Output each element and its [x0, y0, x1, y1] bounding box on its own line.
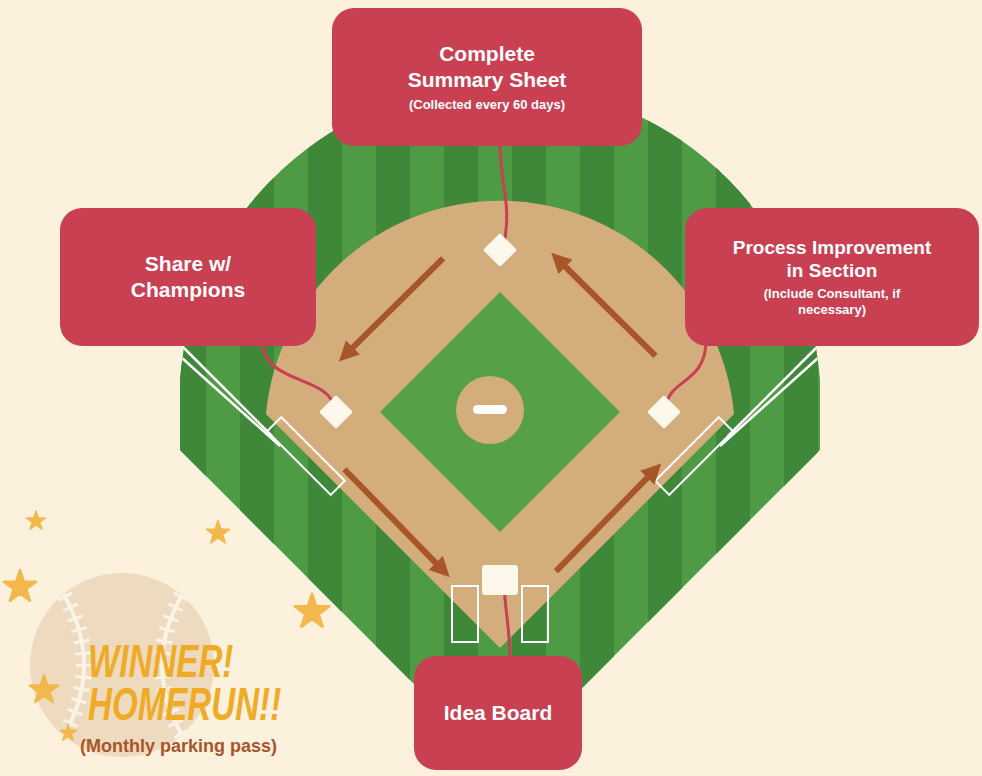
step-box: Complete Summary Sheet (Collected every 6…	[332, 8, 642, 146]
leader-line	[666, 340, 706, 408]
coach-box	[655, 417, 733, 495]
flow-arrow	[560, 261, 656, 356]
step-title: Complete Summary Sheet	[400, 41, 575, 92]
third-base	[319, 395, 353, 429]
foul-line	[728, 346, 818, 436]
foul-line	[720, 358, 818, 446]
step-box: Share w/ Champions	[60, 208, 316, 346]
winner-banner: WINNER! HOMERUN!!	[88, 640, 261, 726]
step-box: Idea Board	[414, 656, 582, 770]
step-box: Process Improvement in Section (Include C…	[685, 208, 979, 346]
grass-stripe	[784, 60, 818, 776]
first-base	[647, 395, 681, 429]
star	[207, 521, 230, 543]
prize-note: (Monthly parking pass)	[80, 735, 340, 757]
pitchers-rubber	[473, 405, 507, 414]
star	[59, 724, 76, 740]
leader-line	[500, 140, 507, 244]
batters-box	[452, 586, 478, 642]
flow-arrow	[344, 469, 441, 568]
base-dirt	[464, 214, 536, 286]
step-note: (Include Consultant, if necessary)	[745, 286, 920, 318]
batters-box	[522, 586, 548, 642]
step-note: (Collected every 60 days)	[409, 97, 565, 113]
step-title: Share w/ Champions	[113, 251, 263, 302]
flow-arrow	[556, 472, 653, 571]
star	[26, 511, 45, 529]
foul-line	[182, 358, 280, 446]
seam-stitches	[58, 585, 84, 745]
leader-line	[504, 584, 510, 660]
flow-arrow	[347, 258, 443, 353]
infield-grass	[380, 292, 620, 532]
second-base	[483, 233, 517, 267]
coach-box	[267, 417, 345, 495]
grass-stripes	[172, 60, 818, 776]
step-title: Idea Board	[444, 700, 553, 726]
infield-dirt	[266, 201, 734, 648]
pitchers-mound	[456, 376, 524, 444]
leader-line	[262, 340, 334, 408]
star	[295, 594, 329, 627]
home-dirt	[458, 538, 542, 622]
grass-stripe	[240, 60, 274, 776]
base-dirt	[628, 376, 700, 448]
step-title: Process Improvement in Section	[726, 236, 938, 282]
leader-lines	[262, 140, 706, 660]
star	[4, 570, 36, 601]
foul-line	[182, 346, 272, 436]
star	[30, 675, 59, 702]
seam	[58, 585, 84, 745]
base-dirt	[300, 376, 372, 448]
home-plate	[482, 565, 518, 595]
